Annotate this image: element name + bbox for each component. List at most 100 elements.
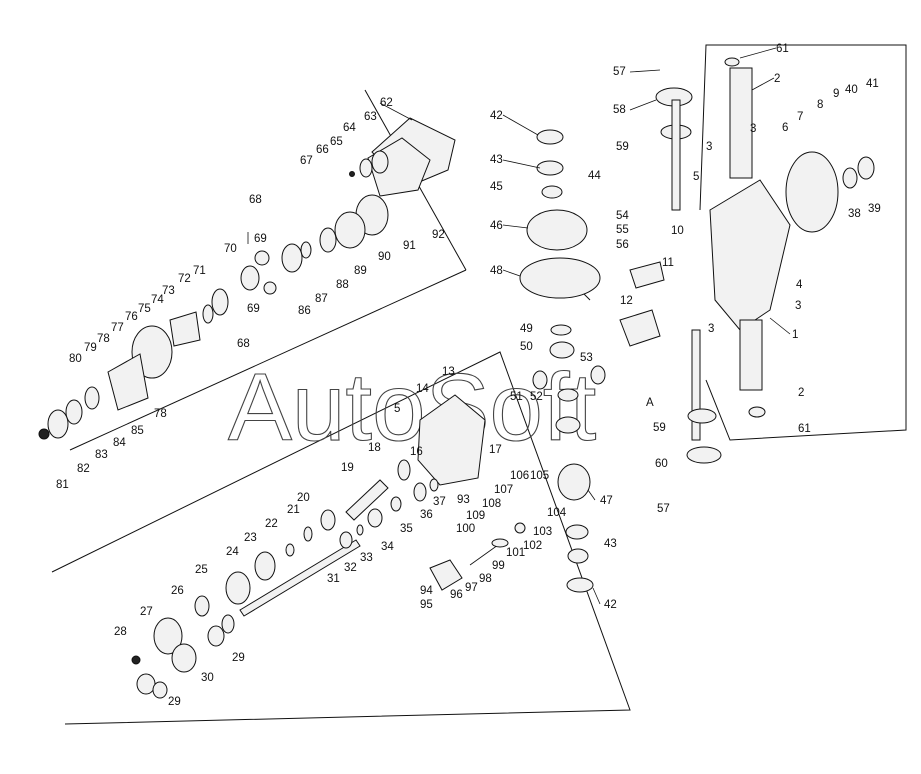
half-shaft-top: [671, 99, 681, 211]
ring-29d: [152, 681, 168, 699]
callout-3: 3: [706, 141, 712, 153]
callout-41: 41: [866, 78, 879, 90]
housing-85: [107, 353, 149, 411]
callout-13: 13: [442, 366, 455, 378]
callout-43: 43: [604, 538, 617, 550]
ring-22: [285, 543, 295, 557]
ring-29c: [136, 673, 156, 695]
callout-59: 59: [653, 422, 666, 434]
callout-95: 95: [420, 599, 433, 611]
callout-61: 61: [798, 423, 811, 435]
callout-28: 28: [114, 626, 127, 638]
bearing-34: [367, 508, 383, 528]
callout-30: 30: [201, 672, 214, 684]
half-shaft-bottom: [691, 329, 701, 441]
gear-32: [339, 531, 353, 549]
pinion-51: [532, 370, 548, 390]
callout-3: 3: [708, 323, 714, 335]
callout-43: 43: [490, 154, 503, 166]
seal-84: [84, 386, 100, 410]
callout-78: 78: [97, 333, 110, 345]
bearing-18: [397, 459, 411, 481]
fork-96: [429, 559, 463, 591]
flange-24: [225, 571, 251, 605]
callout-74: 74: [151, 294, 164, 306]
gear-89: [334, 211, 366, 249]
cone-43-top: [536, 160, 564, 176]
ring-37: [429, 478, 439, 492]
cover-38: [842, 167, 858, 189]
callout-57: 57: [657, 503, 670, 515]
callout-80: 80: [69, 353, 82, 365]
callout-90: 90: [378, 251, 391, 263]
final-drive-assembly: [38, 117, 456, 440]
callout-108: 108: [482, 498, 501, 510]
callout-91: 91: [403, 240, 416, 252]
callout-29: 29: [232, 652, 245, 664]
tube-2-bottom: [739, 319, 763, 391]
seal-65: [359, 158, 373, 178]
callout-69: 69: [247, 303, 260, 315]
ring-29b: [221, 614, 235, 634]
seal-36: [413, 482, 427, 502]
leader-lines: [379, 47, 791, 605]
callout-42: 42: [490, 110, 503, 122]
ring-gear-48: [519, 257, 601, 299]
callout-105: 105: [530, 470, 549, 482]
callout-53: 53: [580, 352, 593, 364]
callout-107: 107: [494, 484, 513, 496]
ring-71: [211, 288, 229, 316]
callout-8: 8: [817, 99, 823, 111]
hub-73: [169, 311, 201, 347]
gear-86: [281, 243, 303, 273]
callout-1: 1: [792, 329, 798, 341]
bearing-64: [371, 150, 389, 174]
callout-9: 9: [833, 88, 839, 100]
callout-2: 2: [798, 387, 804, 399]
callout-85: 85: [131, 425, 144, 437]
case-46: [526, 209, 588, 251]
callout-79: 79: [84, 342, 97, 354]
callout-83: 83: [95, 449, 108, 461]
bearing-42-bottom: [566, 577, 594, 593]
callout-44: 44: [588, 170, 601, 182]
callout-5: 5: [394, 403, 400, 415]
bracket-11: [629, 261, 665, 289]
callout-38: 38: [848, 208, 861, 220]
callout-106: 106: [510, 470, 529, 482]
shaft-31: [239, 539, 361, 617]
callout-29: 29: [168, 696, 181, 708]
callout-55: 55: [616, 224, 629, 236]
callout-84: 84: [113, 437, 126, 449]
callout-67: 67: [300, 155, 313, 167]
callout-34: 34: [381, 541, 394, 553]
callout-63: 63: [364, 111, 377, 123]
callout-56: 56: [616, 239, 629, 251]
gasket-23: [254, 551, 276, 581]
callout-93: 93: [457, 494, 470, 506]
nut-28: [131, 655, 141, 665]
housing-13: [417, 394, 486, 486]
ring-83: [65, 399, 83, 425]
callout-96: 96: [450, 589, 463, 601]
callout-21: 21: [287, 504, 300, 516]
ring-35: [390, 496, 402, 512]
shaft-70: [240, 265, 260, 291]
ring-72: [202, 304, 214, 324]
callout-19: 19: [341, 462, 354, 474]
callout-31: 31: [327, 573, 340, 585]
gear-30: [171, 643, 197, 673]
cone-43-bottom: [565, 524, 589, 540]
bracket-12: [619, 309, 661, 347]
callout-6: 6: [782, 122, 788, 134]
frame-lines: [51, 44, 907, 725]
callout-50: 50: [520, 341, 533, 353]
differential-assembly: [519, 129, 606, 593]
flange-82: [47, 409, 69, 439]
callout-94: 94: [420, 585, 433, 597]
callout-78: 78: [154, 408, 167, 420]
ring-21: [303, 526, 313, 542]
case-47: [557, 463, 591, 501]
axle-housing-1: [709, 179, 791, 331]
callout-92: 92: [432, 229, 445, 241]
